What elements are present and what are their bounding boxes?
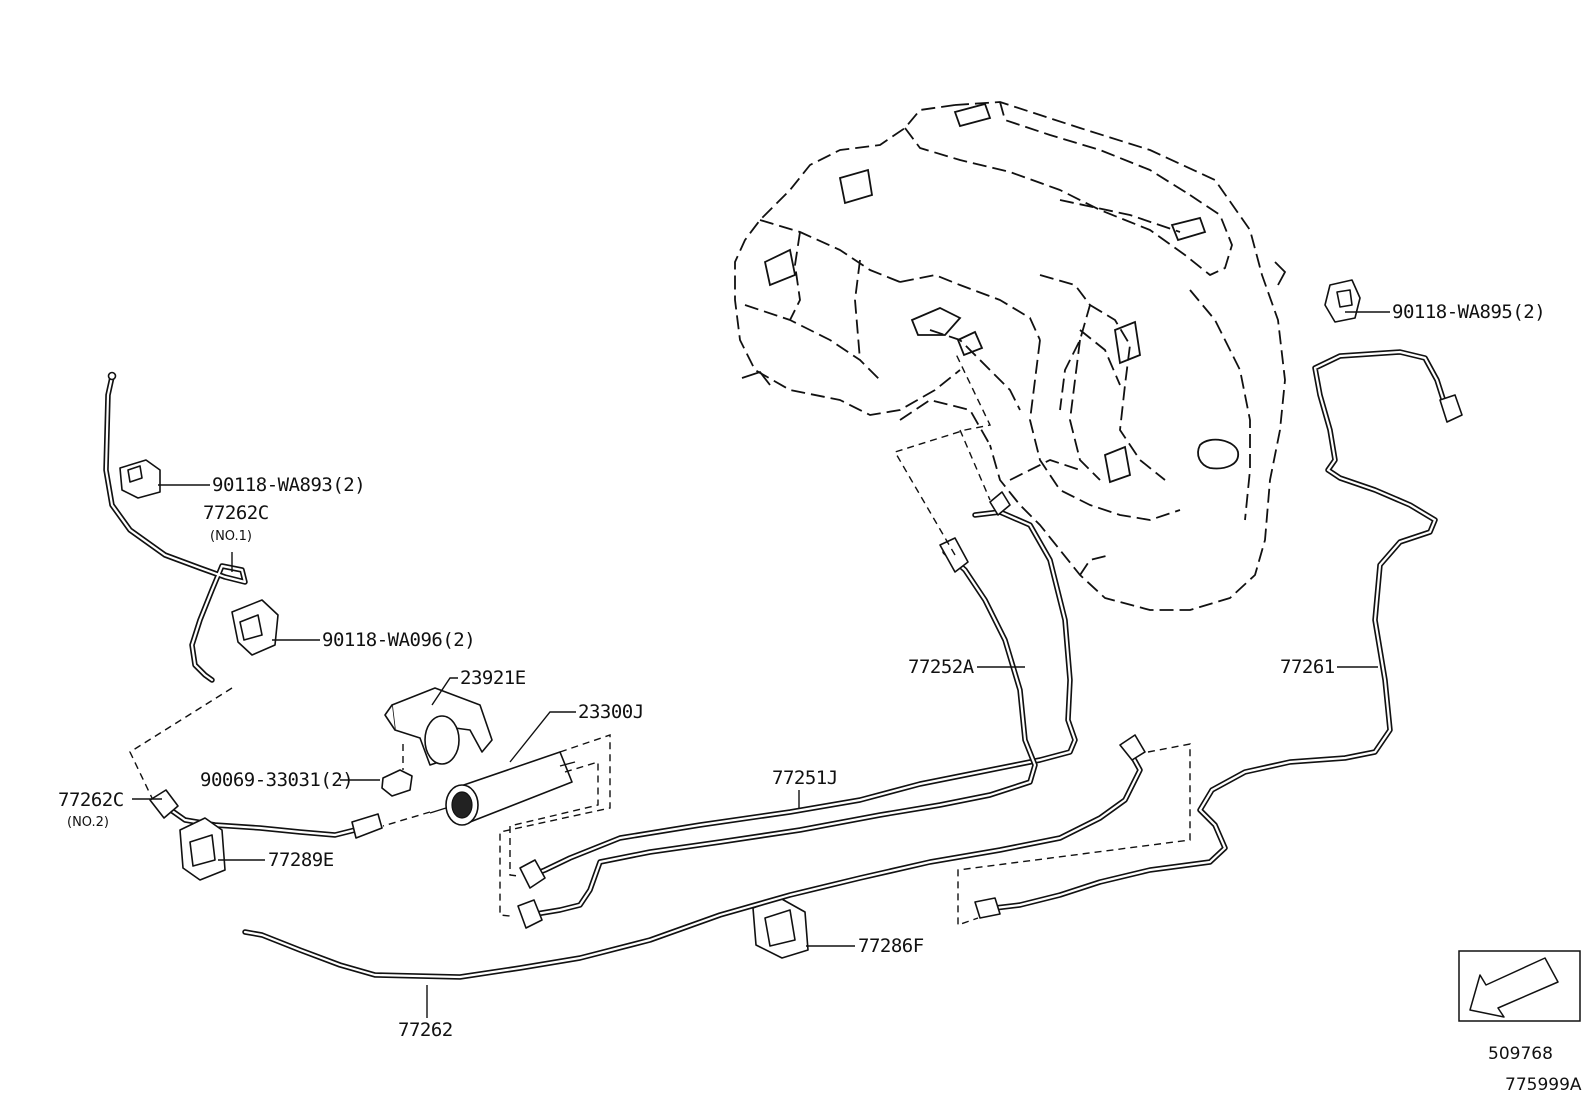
- label-90069: 90069-33031(2): [200, 769, 353, 791]
- label-clip-wa893: 90118-WA893(2): [212, 474, 365, 496]
- clip-wa893: [119, 459, 161, 499]
- label-77262c-no2: 77262C: [58, 789, 124, 811]
- front-arrow-icon: [1458, 950, 1581, 1022]
- leader-lines: [132, 311, 1390, 1018]
- label-77252a: 77252A: [908, 656, 975, 678]
- label-77289e: 77289E: [268, 849, 334, 871]
- tube-77252a: [519, 491, 1078, 889]
- hose-77262c-no1: [103, 371, 248, 683]
- connection-guides: [129, 351, 1191, 926]
- clamp-77286f: [752, 897, 809, 959]
- charcoal-canister-23300j: [429, 751, 576, 826]
- tube-77261: [974, 349, 1463, 919]
- bracket-23921e: [381, 687, 493, 797]
- tube-77251j: [517, 537, 1038, 929]
- label-clip-wa096: 90118-WA096(2): [322, 629, 475, 651]
- hose-77262c-no2: [149, 789, 383, 839]
- label-clip-wa895: 90118-WA895(2): [1392, 301, 1545, 323]
- label-77261: 77261: [1280, 656, 1335, 678]
- label-77262c-no2-sub: (NO.2): [67, 815, 109, 830]
- clamp-77289e: [179, 817, 226, 881]
- fuel-tank: [734, 101, 1287, 611]
- clip-wa096: [231, 599, 279, 656]
- label-77262c-no1: 77262C: [203, 502, 269, 524]
- clip-wa895: [1324, 279, 1361, 323]
- part-labels: 90118-WA893(2) 77262C (NO.1) 90118-WA096…: [58, 301, 1546, 1041]
- label-77262c-no1-sub: (NO.1): [210, 529, 252, 544]
- label-23921e: 23921E: [460, 667, 526, 689]
- label-77251j: 77251J: [772, 767, 838, 789]
- label-23300j: 23300J: [578, 701, 644, 723]
- tube-77262: [242, 734, 1146, 980]
- diagram-code: 775999A: [1505, 1075, 1582, 1095]
- label-77286f: 77286F: [858, 935, 924, 957]
- ref-code: 509768: [1488, 1044, 1553, 1064]
- label-77262: 77262: [398, 1019, 453, 1041]
